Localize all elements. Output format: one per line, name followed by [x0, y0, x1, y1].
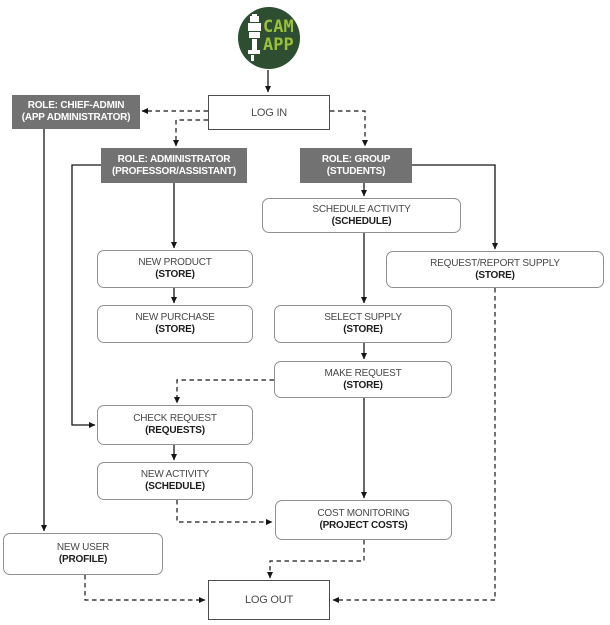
- dashed-request-report-supply-to-logout: [332, 288, 496, 603]
- node-new-purchase: NEW PURCHASE (STORE): [97, 305, 253, 343]
- node-schedule-activity: SCHEDULE ACTIVITY (SCHEDULE): [262, 198, 461, 233]
- node-new-activity: NEW ACTIVITY (SCHEDULE): [97, 462, 253, 500]
- dashed-login-to-administrator: [173, 119, 208, 147]
- logo-figure-icon: [248, 14, 261, 61]
- node-make-request-title: MAKE REQUEST: [324, 367, 402, 379]
- node-request-report-supply-subtitle: (STORE): [475, 269, 515, 281]
- node-role-administrator-subtitle: (PROFESSOR/ASSISTANT): [112, 165, 236, 177]
- node-check-request-title: CHECK REQUEST: [133, 413, 217, 424]
- node-log-out-label: LOG OUT: [244, 594, 294, 606]
- node-make-request: MAKE REQUEST (STORE): [274, 361, 452, 398]
- node-new-product: NEW PRODUCT (STORE): [97, 250, 253, 288]
- node-make-request-subtitle: (STORE): [343, 379, 383, 391]
- node-schedule-activity-subtitle: (SCHEDULE): [331, 215, 392, 227]
- cam-app-logo: CAM APP: [238, 7, 300, 69]
- dashed-make-request-to-check-request: [174, 379, 274, 404]
- node-schedule-activity-title: SCHEDULE ACTIVITY: [312, 203, 411, 215]
- node-new-user: NEW USER (PROFILE): [3, 533, 163, 575]
- node-new-user-subtitle: (PROFILE): [58, 554, 108, 565]
- node-log-out: LOG OUT: [208, 580, 330, 620]
- node-check-request-subtitle: (REQUESTS): [145, 425, 205, 436]
- node-new-product-title: NEW PRODUCT: [138, 257, 212, 268]
- node-check-request: CHECK REQUEST (REQUESTS): [97, 405, 253, 445]
- node-role-chief-admin-subtitle: (APP ADMINISTRATOR): [21, 112, 131, 123]
- node-role-group-subtitle: (STUDENTS): [326, 165, 386, 177]
- node-role-group-title: ROLE: GROUP: [321, 153, 391, 165]
- dashed-new-activity-to-cost-monitoring: [176, 500, 273, 525]
- arrow-group-to-request-report-supply: [412, 164, 498, 250]
- node-role-chief-admin: ROLE: CHIEF-ADMIN (APP ADMINISTRATOR): [12, 95, 140, 129]
- node-cost-monitoring-title: COST MONITORING: [317, 508, 410, 519]
- dashed-new-user-to-logout: [84, 575, 206, 603]
- dashed-login-to-group: [330, 110, 368, 147]
- node-select-supply: SELECT SUPPLY (STORE): [274, 305, 452, 343]
- node-select-supply-subtitle: (STORE): [343, 324, 383, 335]
- logo-wordmark: CAM APP: [263, 17, 294, 55]
- node-log-in-label: LOG IN: [250, 106, 288, 119]
- node-new-purchase-subtitle: (STORE): [155, 324, 195, 335]
- logo-line2: APP: [263, 35, 294, 55]
- node-request-report-supply-title: REQUEST/REPORT SUPPLY: [430, 257, 560, 269]
- node-role-chief-admin-title: ROLE: CHIEF-ADMIN: [27, 100, 125, 111]
- node-role-group: ROLE: GROUP (STUDENTS): [300, 148, 412, 183]
- logo-line1: CAM: [263, 17, 294, 37]
- node-select-supply-title: SELECT SUPPLY: [324, 312, 402, 323]
- node-new-product-subtitle: (STORE): [155, 269, 195, 280]
- node-cost-monitoring: COST MONITORING (PROJECT COSTS): [275, 500, 452, 540]
- arrow-administrator-to-check-request: [71, 164, 101, 428]
- node-new-purchase-title: NEW PURCHASE: [135, 312, 215, 323]
- node-new-user-title: NEW USER: [56, 542, 110, 553]
- node-role-administrator: ROLE: ADMINISTRATOR (PROFESSOR/ASSISTANT…: [101, 148, 247, 183]
- node-request-report-supply: REQUEST/REPORT SUPPLY (STORE): [386, 251, 604, 288]
- node-new-activity-subtitle: (SCHEDULE): [145, 481, 205, 492]
- node-role-administrator-title: ROLE: ADMINISTRATOR: [117, 153, 231, 165]
- node-cost-monitoring-subtitle: (PROJECT COSTS): [319, 520, 408, 531]
- node-log-in: LOG IN: [208, 95, 330, 130]
- dashed-cost-monitoring-to-logout: [267, 540, 365, 579]
- node-new-activity-title: NEW ACTIVITY: [140, 469, 210, 480]
